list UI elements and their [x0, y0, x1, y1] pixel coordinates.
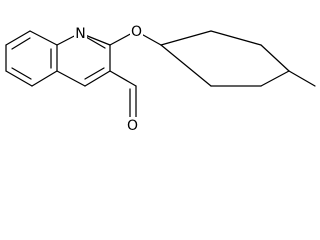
ether-oxygen-atom-label: O — [131, 24, 142, 40]
cyclohexane-ring — [160, 30, 290, 87]
bond — [210, 30, 262, 46]
aldehyde-group — [109, 70, 137, 119]
double-bond-line — [85, 36, 106, 49]
bond — [5, 30, 31, 46]
aldehyde-oxygen-atom-label: O — [127, 118, 138, 134]
double-bond-line — [11, 67, 32, 80]
double-bond-line — [11, 37, 31, 50]
bond — [31, 70, 58, 87]
benzo-ring — [5, 30, 58, 87]
chemical-structure-drawing: N O O — [5, 23, 316, 134]
bond — [56, 70, 86, 87]
methyl-bond — [288, 70, 316, 87]
bond — [160, 44, 212, 87]
bond — [29, 30, 58, 46]
atom-label-group: N O O — [74, 23, 143, 134]
bond — [84, 70, 111, 87]
bond — [260, 70, 290, 87]
nitrogen-atom-label: N — [75, 26, 85, 42]
bond — [260, 44, 290, 72]
bond — [160, 30, 212, 46]
bond — [5, 70, 33, 87]
double-bond-line — [84, 67, 105, 80]
bond — [109, 70, 137, 87]
